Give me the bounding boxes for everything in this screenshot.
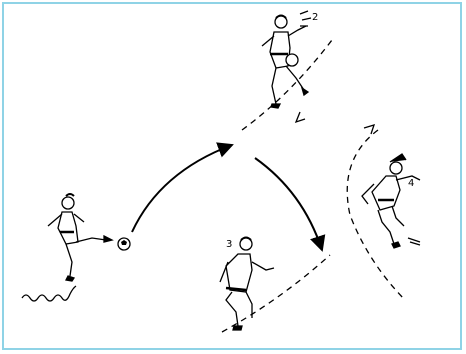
player-kicking-icon bbox=[48, 194, 112, 281]
soccer-ball-icon bbox=[118, 238, 130, 250]
player-bottom-icon bbox=[220, 238, 274, 331]
player-number-4: 4 bbox=[408, 178, 414, 189]
player-top-icon bbox=[262, 11, 311, 108]
pass-arrow-up bbox=[132, 145, 232, 232]
run-arrowhead bbox=[364, 125, 374, 134]
player-number-2: 2 bbox=[312, 12, 318, 23]
run-arrowhead bbox=[296, 112, 305, 122]
run-path-right bbox=[347, 130, 405, 300]
player-right-icon bbox=[362, 154, 420, 248]
pass-arrow-down bbox=[255, 158, 322, 250]
player-number-3: 3 bbox=[226, 239, 232, 250]
dribble-path bbox=[22, 286, 76, 301]
